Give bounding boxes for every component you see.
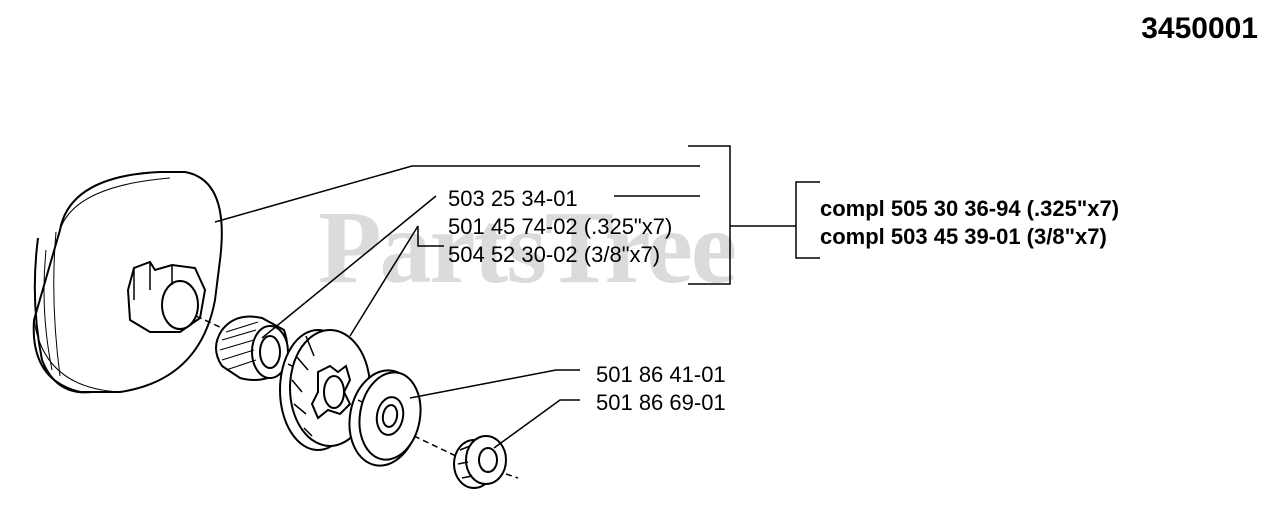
diagram-id: 3450001 xyxy=(1141,12,1258,45)
assembly-label: compl 503 45 39-01 (3/8"x7) xyxy=(820,224,1107,249)
clutch-drum xyxy=(32,171,223,394)
watermark: PartsTree xyxy=(318,190,737,305)
assembly-label: compl 505 30 36-94 (.325"x7) xyxy=(820,196,1120,221)
part-label: 504 52 30-02 (3/8"x7) xyxy=(448,242,661,267)
part-label: 501 86 41-01 xyxy=(596,362,726,387)
part-label: 503 25 34-01 xyxy=(448,186,578,211)
washer xyxy=(348,369,422,467)
retainer xyxy=(453,435,507,489)
part-label: 501 45 74-02 (.325"x7) xyxy=(448,214,673,239)
part-label: 501 86 69-01 xyxy=(596,390,726,415)
